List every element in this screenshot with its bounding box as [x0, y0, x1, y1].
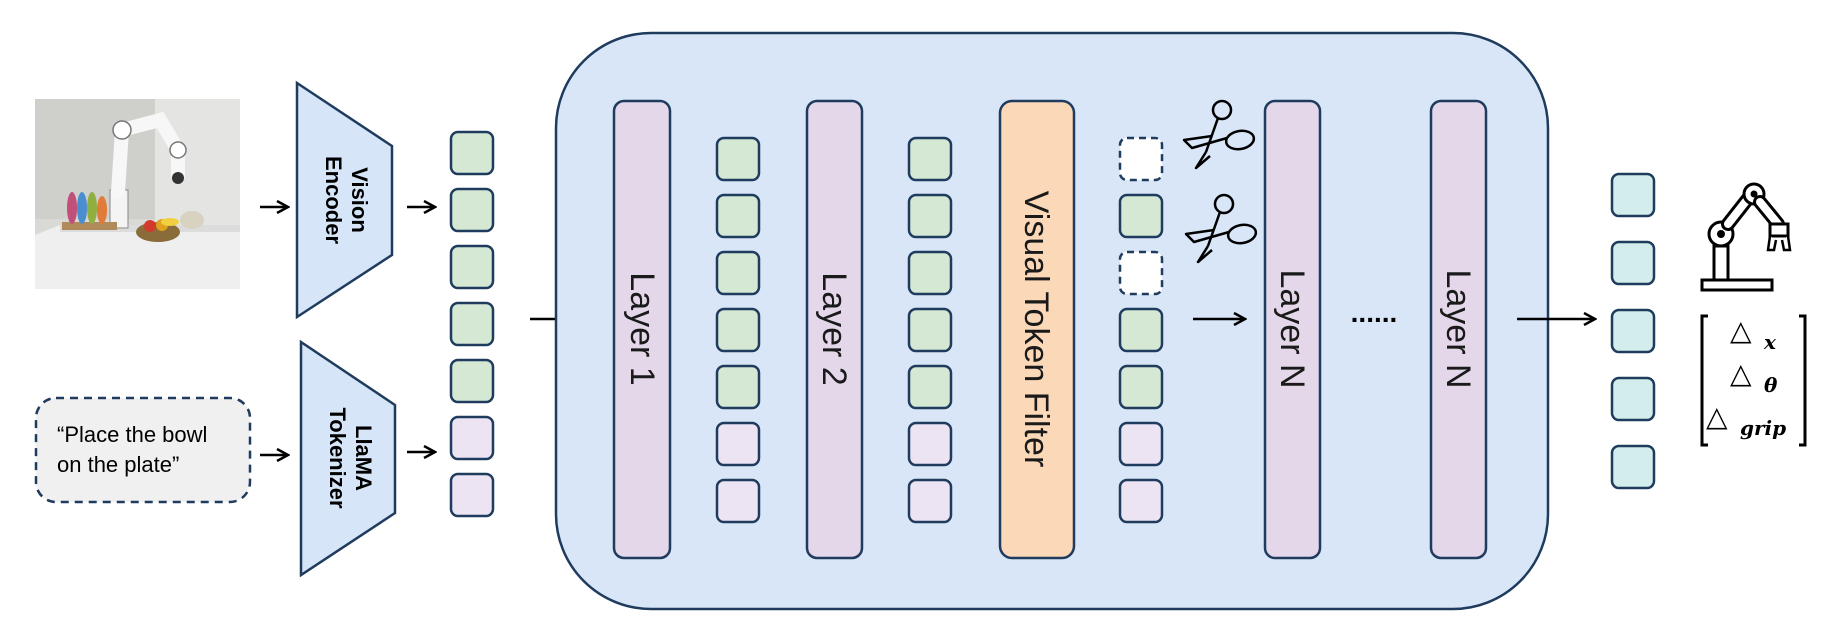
svg-text:△: △: [1706, 400, 1728, 433]
layer-2-block: Layer 2: [805, 99, 864, 560]
action-token: [1610, 172, 1656, 218]
input-token-column: [449, 130, 495, 518]
robot-arm-icon: [1700, 182, 1792, 292]
vision-token: [907, 193, 953, 239]
tokens-after-filter: [1118, 136, 1164, 524]
vision-token: [449, 358, 495, 404]
layer-1-label: Layer 1: [623, 272, 661, 385]
vision-token: [1118, 193, 1164, 239]
svg-text:△: △: [1730, 314, 1752, 347]
action-token: [1610, 444, 1656, 490]
tokenizer-label-2: Tokenizer: [325, 407, 350, 509]
vision-token: [715, 364, 761, 410]
text-token: [449, 472, 495, 518]
action-token: [1610, 376, 1656, 422]
vision-token: [907, 136, 953, 182]
vision-token: [715, 307, 761, 353]
action-token: [1610, 308, 1656, 354]
tokens-after-layer-1: [715, 136, 761, 524]
delta-theta: △ θ: [1730, 357, 1778, 397]
vision-encoder-label-1: Vision: [347, 167, 372, 233]
vision-encoder: Vision Encoder: [295, 80, 394, 320]
action-token: [1610, 240, 1656, 286]
visual-token-filter-label: Visual Token Filter: [1017, 191, 1055, 468]
visual-token-filter-block: Visual Token Filter: [998, 99, 1076, 560]
text-token: [1118, 478, 1164, 524]
scissors-icon: [1182, 99, 1256, 170]
scissors-icon: [1184, 193, 1258, 264]
vision-token: [715, 136, 761, 182]
vision-token: [715, 193, 761, 239]
delta-grip-sub: grip: [1740, 416, 1786, 440]
layer-n-label: Layer N: [1273, 269, 1311, 388]
layer-n-final-label: Layer N: [1439, 269, 1477, 388]
input-image: [35, 99, 240, 289]
vision-token: [449, 187, 495, 233]
prompt-box: “Place the bowl on the plate”: [34, 396, 252, 504]
prompt-line-2: on the plate”: [57, 452, 179, 477]
text-token: [907, 421, 953, 467]
layer-n-final-block: Layer N: [1429, 99, 1488, 560]
vision-token: [907, 364, 953, 410]
vision-token: [449, 244, 495, 290]
vision-token: [715, 250, 761, 296]
delta-x: △ x: [1730, 314, 1777, 354]
vision-token: [1118, 307, 1164, 353]
delta-x-sub: x: [1763, 330, 1777, 354]
delta-grip: △ grip: [1706, 400, 1786, 440]
layer-2-label: Layer 2: [815, 272, 853, 385]
delta-theta-sub: θ: [1764, 373, 1778, 397]
text-token: [1118, 421, 1164, 467]
action-vector: △ x △ θ △ grip: [1700, 314, 1807, 447]
vision-token: [449, 130, 495, 176]
llama-tokenizer: LlaMA Tokenizer: [299, 339, 397, 578]
text-token: [449, 415, 495, 461]
pruned-token: [1118, 250, 1164, 296]
svg-text:△: △: [1730, 357, 1752, 390]
pruned-token: [1118, 136, 1164, 182]
output-token-column: [1610, 172, 1656, 490]
text-token: [907, 478, 953, 524]
vision-encoder-label-2: Encoder: [321, 156, 346, 244]
vision-token: [449, 301, 495, 347]
prompt-line-1: “Place the bowl: [57, 422, 207, 447]
layer-n-block: Layer N: [1263, 99, 1322, 560]
tokens-after-layer-2: [907, 136, 953, 524]
vision-token: [1118, 364, 1164, 410]
tokenizer-label-1: LlaMA: [351, 425, 376, 491]
vision-token: [907, 250, 953, 296]
ellipsis: ......: [1351, 297, 1398, 328]
layer-1-block: Layer 1: [612, 99, 672, 560]
text-token: [715, 478, 761, 524]
vision-token: [907, 307, 953, 353]
text-token: [715, 421, 761, 467]
